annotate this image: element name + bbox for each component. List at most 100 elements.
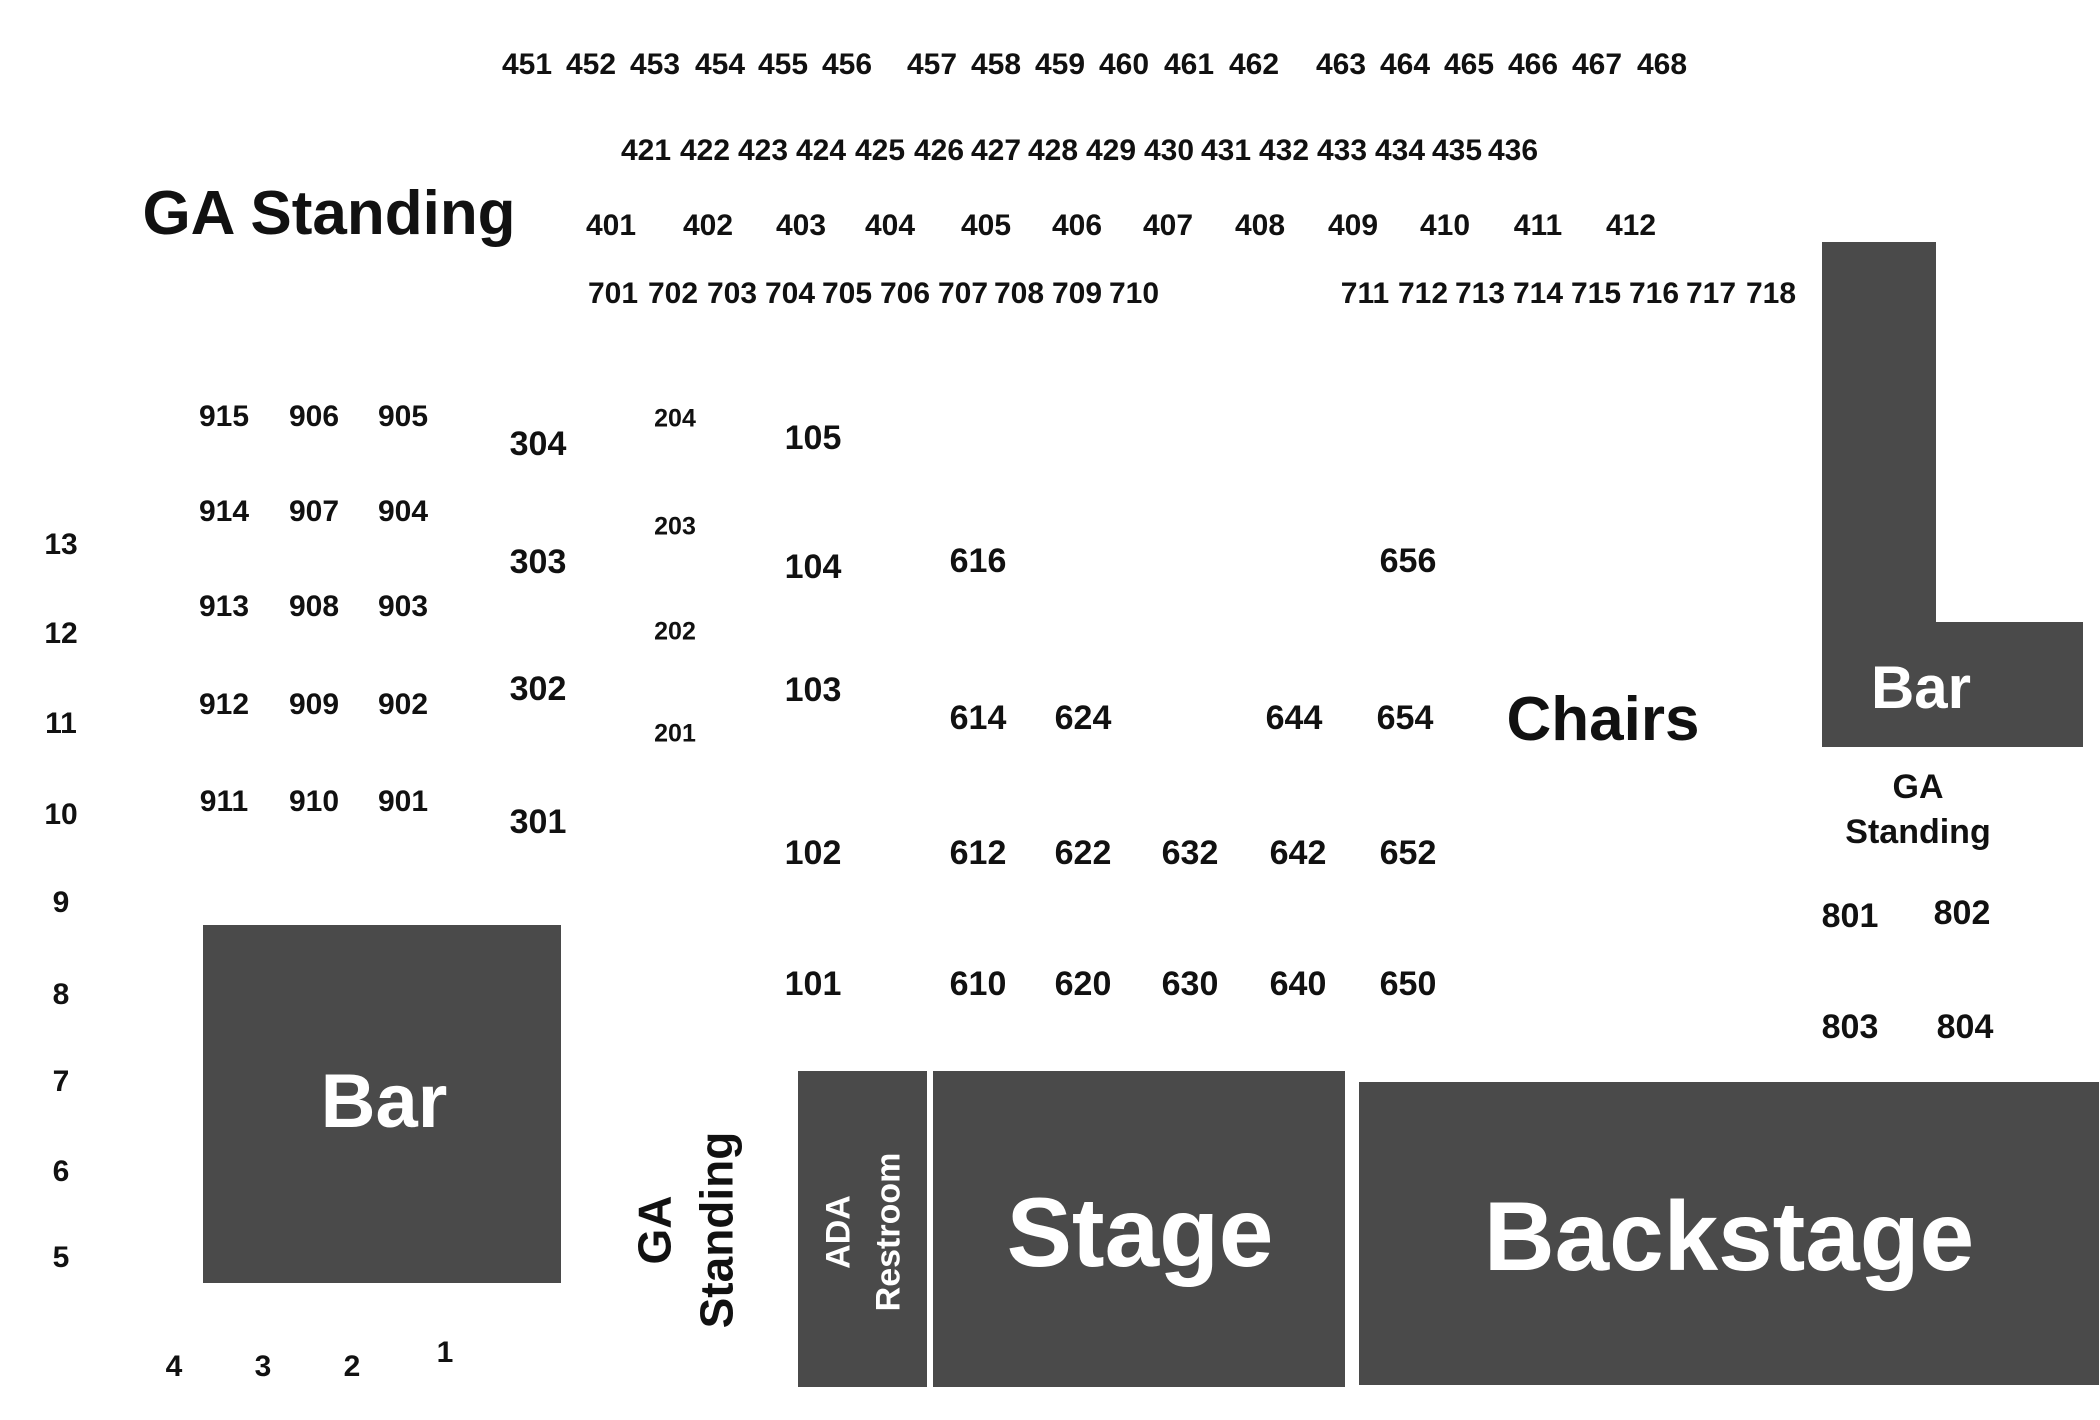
section-102[interactable]: 102 [784,834,842,872]
section-105[interactable]: 105 [784,419,842,457]
section-913[interactable]: 913 [198,590,250,623]
section-705[interactable]: 705 [821,277,873,310]
section-405[interactable]: 405 [960,209,1012,242]
section-713[interactable]: 713 [1454,277,1506,310]
section-303[interactable]: 303 [509,543,567,581]
section-410[interactable]: 410 [1419,209,1471,242]
section-616[interactable]: 616 [949,542,1007,580]
section-714[interactable]: 714 [1512,277,1564,310]
section-201[interactable]: 201 [654,719,696,748]
section-203[interactable]: 203 [654,512,696,541]
section-906[interactable]: 906 [288,400,340,433]
section-408[interactable]: 408 [1234,209,1286,242]
section-412[interactable]: 412 [1605,209,1657,242]
section-455[interactable]: 455 [757,48,809,81]
section-654[interactable]: 654 [1376,699,1434,737]
section-460[interactable]: 460 [1098,48,1150,81]
section-461[interactable]: 461 [1163,48,1215,81]
section-912[interactable]: 912 [198,688,250,721]
section-103[interactable]: 103 [784,671,842,709]
section-8[interactable]: 8 [52,978,70,1011]
section-466[interactable]: 466 [1507,48,1559,81]
section-642[interactable]: 642 [1269,834,1327,872]
section-453[interactable]: 453 [629,48,681,81]
section-804[interactable]: 804 [1936,1008,1994,1046]
section-706[interactable]: 706 [879,277,931,310]
section-801[interactable]: 801 [1821,897,1879,935]
section-718[interactable]: 718 [1745,277,1797,310]
section-407[interactable]: 407 [1142,209,1194,242]
section-10[interactable]: 10 [44,798,78,831]
section-425[interactable]: 425 [854,134,906,167]
section-614[interactable]: 614 [949,699,1007,737]
section-904[interactable]: 904 [377,495,429,528]
section-2[interactable]: 2 [343,1350,361,1383]
section-204[interactable]: 204 [654,404,696,433]
section-463[interactable]: 463 [1315,48,1367,81]
section-715[interactable]: 715 [1570,277,1622,310]
section-451[interactable]: 451 [501,48,553,81]
section-12[interactable]: 12 [44,617,78,650]
section-458[interactable]: 458 [970,48,1022,81]
section-911[interactable]: 911 [199,785,249,818]
section-620[interactable]: 620 [1054,965,1112,1003]
section-644[interactable]: 644 [1265,699,1323,737]
section-650[interactable]: 650 [1379,965,1437,1003]
section-424[interactable]: 424 [795,134,847,167]
section-202[interactable]: 202 [654,617,696,646]
section-905[interactable]: 905 [377,400,429,433]
section-612[interactable]: 612 [949,834,1007,872]
section-710[interactable]: 710 [1108,277,1160,310]
section-404[interactable]: 404 [864,209,916,242]
section-803[interactable]: 803 [1821,1008,1879,1046]
bar-left-block[interactable] [203,925,561,1283]
section-9[interactable]: 9 [52,886,70,919]
section-428[interactable]: 428 [1027,134,1079,167]
section-708[interactable]: 708 [993,277,1045,310]
section-436[interactable]: 436 [1487,134,1539,167]
section-902[interactable]: 902 [377,688,429,721]
section-452[interactable]: 452 [565,48,617,81]
section-640[interactable]: 640 [1269,965,1327,1003]
section-402[interactable]: 402 [682,209,734,242]
section-406[interactable]: 406 [1051,209,1103,242]
section-910[interactable]: 910 [288,785,340,818]
section-434[interactable]: 434 [1374,134,1426,167]
section-716[interactable]: 716 [1628,277,1680,310]
section-422[interactable]: 422 [679,134,731,167]
section-709[interactable]: 709 [1051,277,1103,310]
section-909[interactable]: 909 [288,688,340,721]
section-302[interactable]: 302 [509,670,567,708]
section-403[interactable]: 403 [775,209,827,242]
section-427[interactable]: 427 [970,134,1022,167]
section-456[interactable]: 456 [821,48,873,81]
section-703[interactable]: 703 [706,277,758,310]
section-433[interactable]: 433 [1316,134,1368,167]
section-426[interactable]: 426 [913,134,965,167]
section-11[interactable]: 11 [45,707,77,740]
section-435[interactable]: 435 [1431,134,1483,167]
section-301[interactable]: 301 [509,803,567,841]
section-7[interactable]: 7 [52,1065,70,1098]
section-3[interactable]: 3 [254,1350,272,1383]
section-630[interactable]: 630 [1161,965,1219,1003]
section-652[interactable]: 652 [1379,834,1437,872]
backstage-block[interactable] [1359,1082,2099,1385]
section-702[interactable]: 702 [647,277,699,310]
section-908[interactable]: 908 [288,590,340,623]
section-717[interactable]: 717 [1685,277,1737,310]
section-5[interactable]: 5 [52,1241,70,1274]
section-468[interactable]: 468 [1636,48,1688,81]
section-423[interactable]: 423 [737,134,789,167]
ada-restroom-block[interactable] [798,1071,927,1387]
stage-block[interactable] [933,1071,1345,1387]
section-432[interactable]: 432 [1258,134,1310,167]
section-429[interactable]: 429 [1085,134,1137,167]
section-907[interactable]: 907 [288,495,340,528]
section-707[interactable]: 707 [937,277,989,310]
section-462[interactable]: 462 [1228,48,1280,81]
section-622[interactable]: 622 [1054,834,1112,872]
section-431[interactable]: 431 [1200,134,1252,167]
section-901[interactable]: 901 [377,785,429,818]
section-610[interactable]: 610 [949,965,1007,1003]
